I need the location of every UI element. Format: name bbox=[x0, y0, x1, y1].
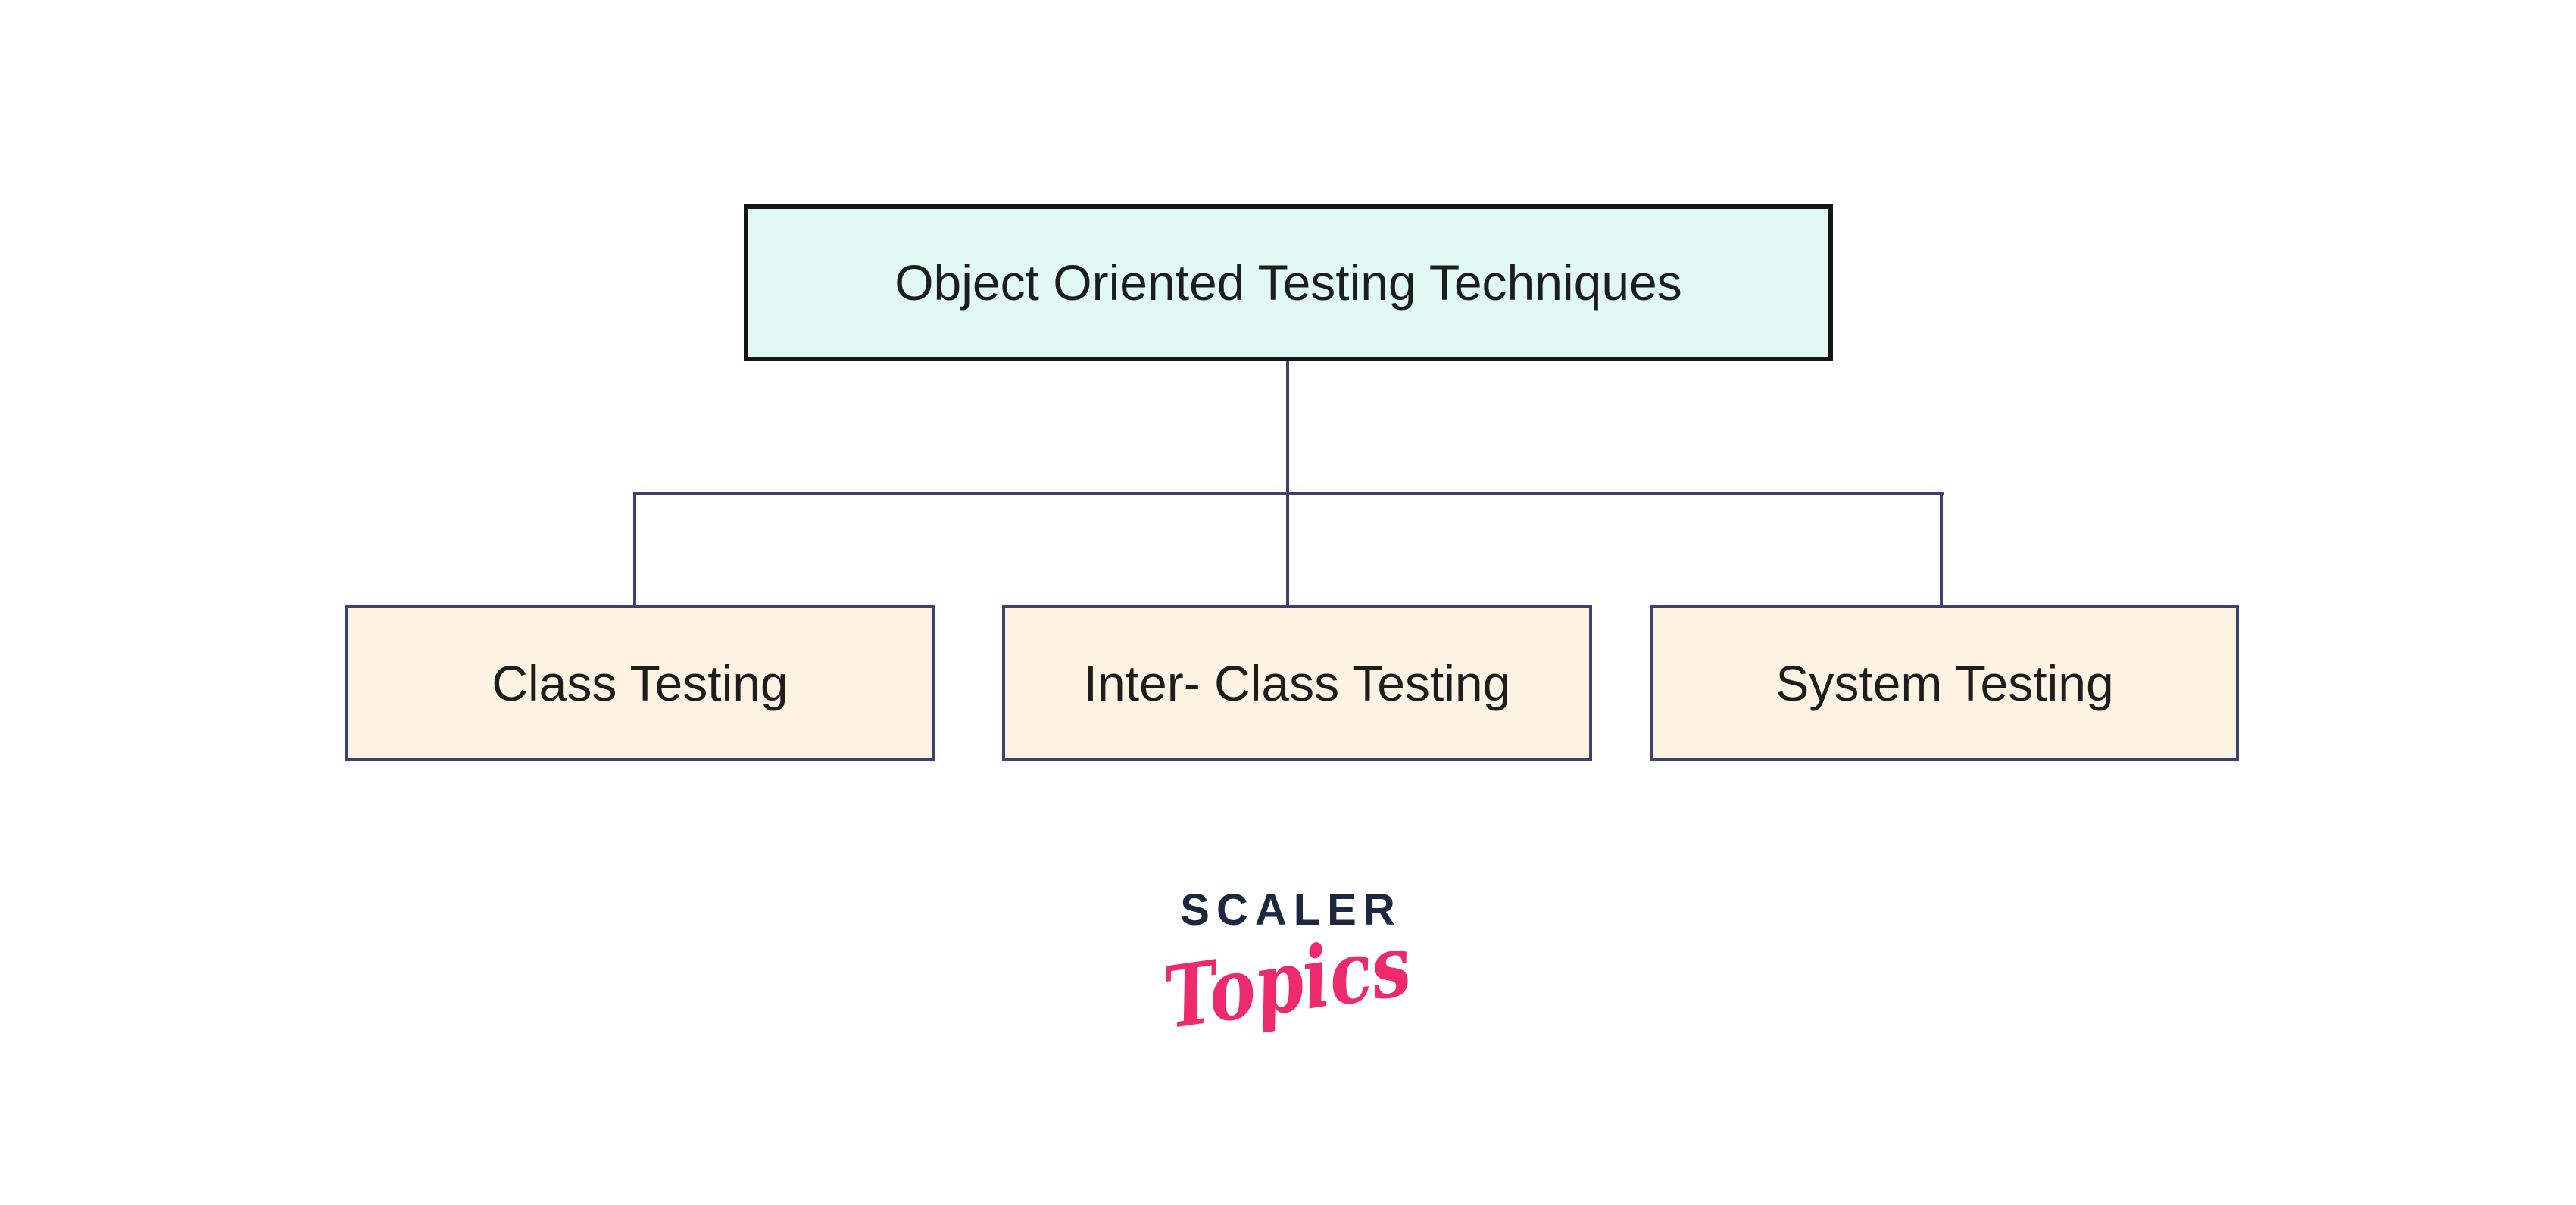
topics-script-wordmark: Topics bbox=[1158, 915, 1417, 1049]
node-object-oriented-testing-techniques: Object Oriented Testing Techniques bbox=[744, 204, 1833, 361]
scaler-wordmark: SCALER bbox=[1180, 885, 1402, 935]
node-label: Object Oriented Testing Techniques bbox=[895, 254, 1682, 311]
connector-drop-left bbox=[633, 492, 636, 605]
node-class-testing: Class Testing bbox=[345, 605, 935, 761]
node-label: Class Testing bbox=[492, 654, 788, 711]
node-inter-class-testing: Inter- Class Testing bbox=[1002, 605, 1592, 761]
connector-trunk bbox=[1286, 361, 1289, 495]
connector-drop-right bbox=[1940, 492, 1943, 605]
scaler-topics-logo: SCALER Topics bbox=[1137, 885, 1438, 1048]
node-label: Inter- Class Testing bbox=[1083, 654, 1511, 711]
node-system-testing: System Testing bbox=[1650, 605, 2239, 761]
connector-drop-middle bbox=[1286, 492, 1289, 605]
node-label: System Testing bbox=[1775, 654, 2114, 711]
